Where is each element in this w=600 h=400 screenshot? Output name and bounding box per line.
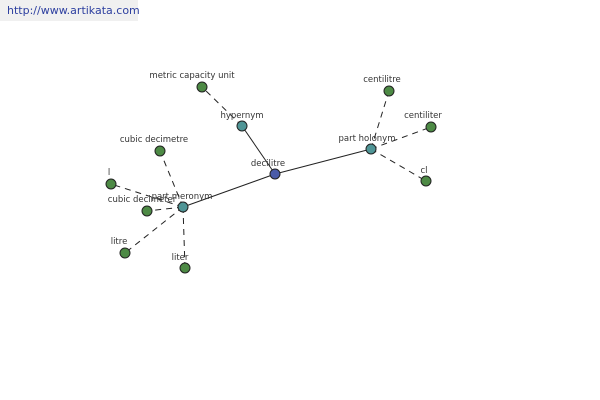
node-liter-label: liter <box>172 253 189 263</box>
node-l-dot[interactable] <box>105 178 117 190</box>
node-cubic-decimetre-label: cubic decimetre <box>120 135 188 145</box>
node-part-holonym-dot[interactable] <box>365 143 377 155</box>
node-part-holonym[interactable]: part holonym <box>339 134 396 155</box>
node-centiliter-label: centiliter <box>404 111 442 121</box>
node-cubic-decimeter-dot[interactable] <box>141 205 153 217</box>
node-decilitre-dot[interactable] <box>269 168 281 180</box>
source-url-banner[interactable]: http://www.artikata.com <box>0 0 140 21</box>
node-part-meronym-label: part meronym <box>152 192 213 202</box>
node-l-label: l <box>108 168 110 178</box>
node-cl[interactable]: cl <box>420 166 432 187</box>
edges <box>110 86 432 269</box>
node-cubic-decimetre[interactable]: cubic decimetre <box>120 135 188 157</box>
node-hypernym[interactable]: hypernym <box>220 111 264 132</box>
edge-part-meronym-litre <box>124 206 184 254</box>
node-hypernym-dot[interactable] <box>236 120 248 132</box>
edge-decilitre-part-holonym <box>274 148 372 175</box>
node-litre-dot[interactable] <box>119 247 131 259</box>
node-centiliter[interactable]: centiliter <box>404 111 442 133</box>
node-cubic-decimeter-label: cubic decimeter <box>108 195 177 205</box>
edge-part-holonym-cl <box>370 148 427 182</box>
node-cubic-decimetre-dot[interactable] <box>154 145 166 157</box>
node-centilitre-dot[interactable] <box>383 85 395 97</box>
edge-decilitre-hypernym <box>241 125 276 175</box>
node-decilitre[interactable]: decilitre <box>251 159 285 180</box>
node-decilitre-label: decilitre <box>251 159 285 169</box>
node-litre-label: litre <box>111 237 128 247</box>
node-liter[interactable]: liter <box>172 253 191 274</box>
node-metric-capacity-unit-dot[interactable] <box>196 81 208 93</box>
node-centilitre-label: centilitre <box>363 75 401 85</box>
node-centilitre[interactable]: centilitre <box>363 75 401 97</box>
node-centiliter-dot[interactable] <box>425 121 437 133</box>
node-part-meronym-dot[interactable] <box>177 201 189 213</box>
source-url-link[interactable]: http://www.artikata.com <box>7 4 140 17</box>
node-litre[interactable]: litre <box>111 237 131 259</box>
edge-part-meronym-l <box>110 183 184 208</box>
node-part-meronym[interactable]: part meronym <box>152 192 213 213</box>
node-part-holonym-label: part holonym <box>339 134 396 144</box>
node-metric-capacity-unit-label: metric capacity unit <box>149 71 235 81</box>
node-metric-capacity-unit[interactable]: metric capacity unit <box>149 71 235 93</box>
node-cl-dot[interactable] <box>420 175 432 187</box>
edge-hypernym-metric-capacity-unit <box>201 86 243 127</box>
node-l[interactable]: l <box>105 168 117 190</box>
node-cubic-decimeter[interactable]: cubic decimeter <box>108 195 177 217</box>
nodes: decilitre hypernym part holonym part mer… <box>105 71 442 274</box>
edge-decilitre-part-meronym <box>182 173 276 208</box>
node-hypernym-label: hypernym <box>220 111 263 121</box>
node-cl-label: cl <box>420 166 427 176</box>
node-liter-dot[interactable] <box>179 262 191 274</box>
